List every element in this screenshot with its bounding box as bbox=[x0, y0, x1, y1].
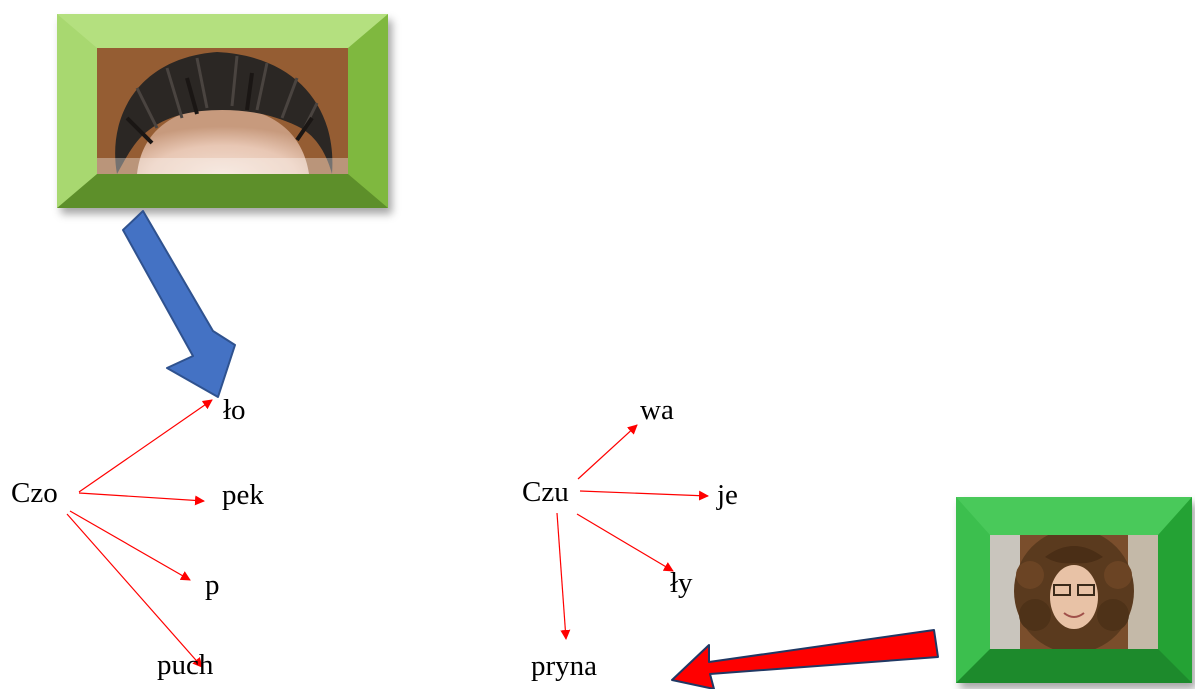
blue-block-arrow bbox=[122, 210, 236, 398]
curly-hair-girl-photo bbox=[990, 535, 1158, 649]
ending-lo: ło bbox=[223, 394, 246, 426]
ending-pryna: pryna bbox=[531, 650, 598, 682]
arrow-czu-wa bbox=[577, 424, 638, 480]
red-block-arrow bbox=[671, 629, 939, 689]
arrow-czo-pek bbox=[78, 492, 205, 506]
ending-ly: ły bbox=[670, 567, 693, 599]
ending-p: p bbox=[205, 569, 220, 601]
arrow-czu-pryna bbox=[556, 512, 571, 640]
hair-forehead-photo bbox=[97, 48, 348, 174]
ending-pek: pek bbox=[222, 479, 264, 511]
arrow-czu-ly bbox=[576, 513, 674, 572]
root-czu: Czu bbox=[522, 476, 569, 508]
root-czo: Czo bbox=[11, 477, 58, 509]
ending-puch: puch bbox=[157, 649, 214, 681]
top-picture-frame bbox=[57, 14, 388, 208]
ending-je: je bbox=[717, 479, 738, 511]
arrow-czu-je bbox=[579, 490, 709, 501]
arrow-czo-puch bbox=[66, 513, 203, 668]
right-picture-frame bbox=[956, 497, 1192, 683]
arrow-czo-p bbox=[69, 510, 191, 581]
ending-wa: wa bbox=[640, 394, 674, 426]
arrow-czo-lo bbox=[78, 399, 213, 493]
